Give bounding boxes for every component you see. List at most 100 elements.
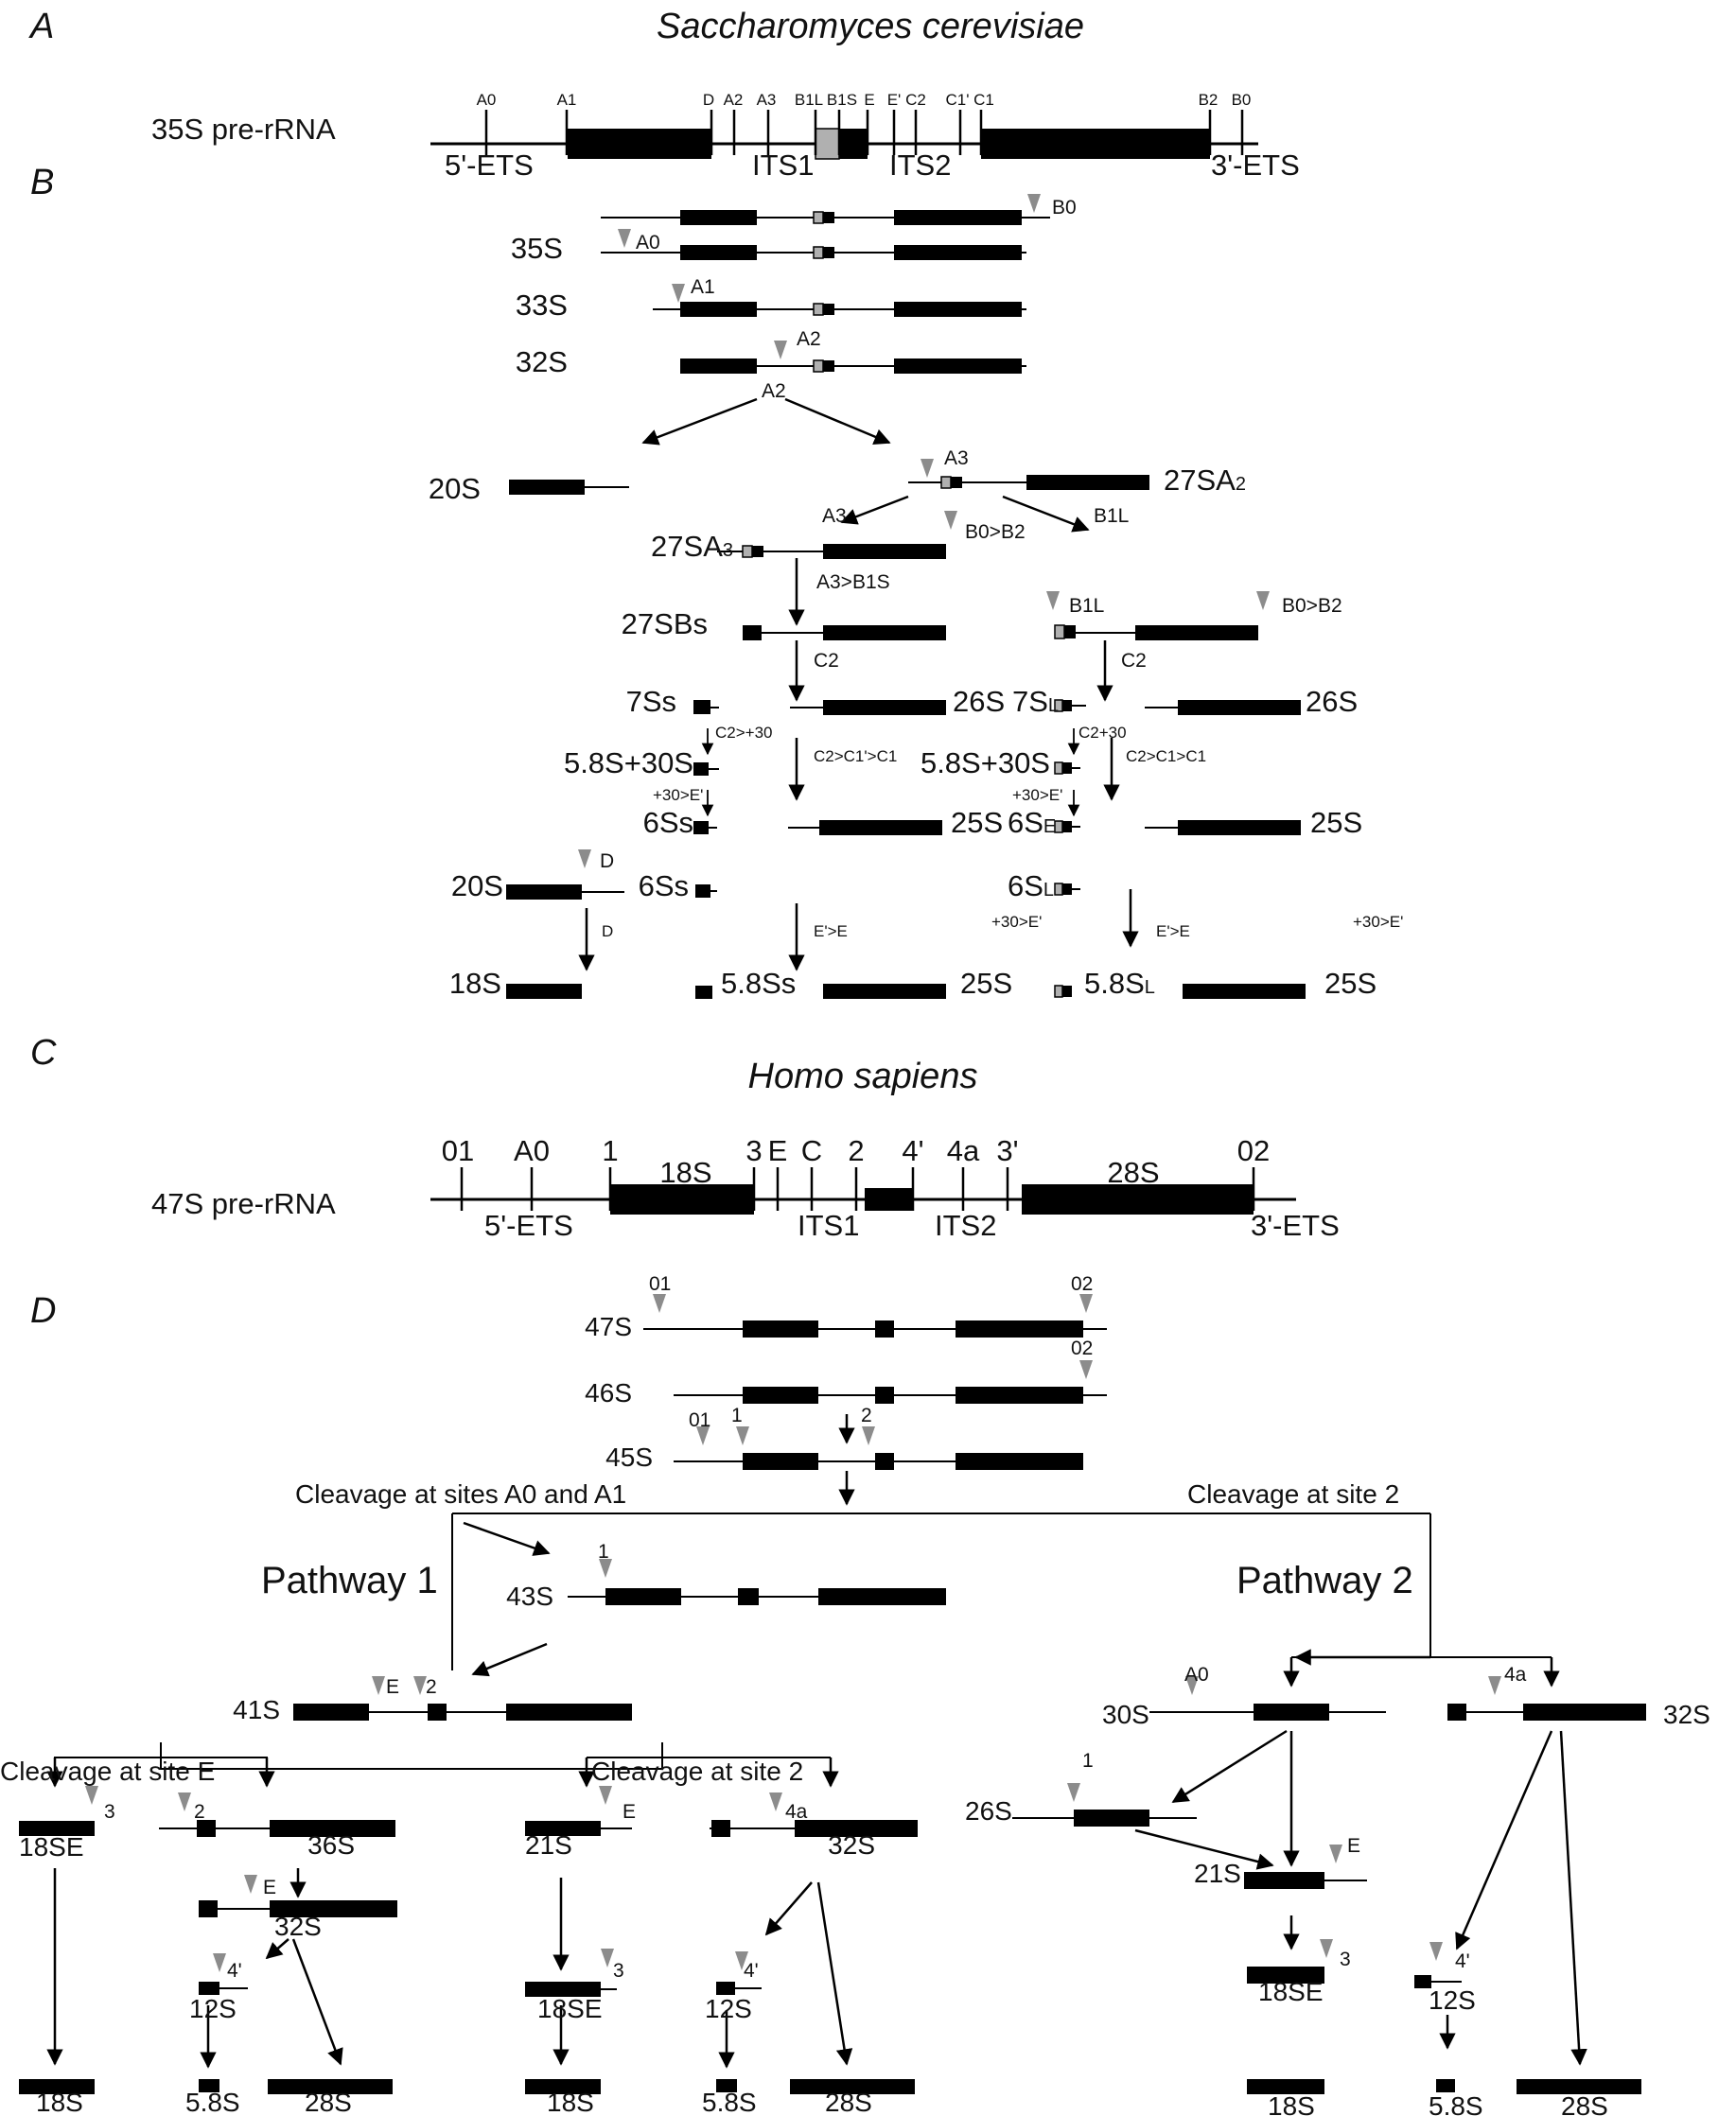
5-8s-block — [823, 360, 834, 372]
cleavage-label: A2 — [762, 380, 786, 402]
cleavage-label: A3 — [822, 505, 847, 527]
process-arrow — [1455, 1730, 1553, 1950]
mature-label: 5.8Ss — [721, 967, 796, 1000]
rrna-block — [1178, 700, 1301, 715]
label-main: 5.8S — [1084, 967, 1145, 1000]
cleavage-label: 2 — [861, 1405, 872, 1426]
25s-block — [894, 210, 1022, 225]
mature-label: 18S — [36, 2088, 83, 2116]
site-label: 3' — [996, 1134, 1018, 1167]
cleavage-arrowhead — [1185, 1676, 1199, 1695]
cleavage-arrowhead — [85, 1786, 98, 1805]
process-arrow — [265, 1938, 289, 1960]
process-arrow — [463, 1521, 551, 1556]
cleavage-arrowhead — [653, 1294, 666, 1313]
cleavage-arrowhead — [618, 229, 631, 248]
rrna-block — [743, 625, 762, 640]
yeast-site-labels: A0 A1 D A2 A3 B1L B1S E E' C2 C1' C1 B2 … — [477, 91, 1252, 109]
18s-block — [743, 1387, 818, 1404]
region-label: 5'-ETS — [445, 149, 534, 182]
cleavage-label: 4' — [744, 1960, 759, 1982]
intermediate-label: 27SBs — [622, 607, 708, 640]
cleavage-heading: Cleavage at site E — [0, 1757, 215, 1786]
pathway-1-label: Pathway 1 — [261, 1560, 438, 1601]
intermediate-label: 6Ss — [639, 869, 689, 902]
cleavage-label: B1L — [1069, 595, 1104, 617]
5-8s-block — [875, 1320, 894, 1338]
label-main: 6S — [1008, 806, 1043, 839]
intermediate-label: 12S — [705, 1994, 752, 2023]
cleavage-label: 2 — [194, 1801, 205, 1823]
18s-block — [1074, 1810, 1149, 1827]
cleavage-label: B1L — [1094, 505, 1129, 527]
rrna-block — [525, 2079, 601, 2094]
grey-segment — [742, 545, 753, 558]
cleavage-label: 01 — [649, 1273, 671, 1295]
rrna-block — [1517, 2079, 1641, 2094]
site-label: B1S — [827, 91, 857, 109]
process-arrow — [784, 397, 891, 445]
cleavage-label: B0 — [1052, 197, 1077, 219]
cleavage-label: A2 — [797, 328, 821, 350]
5-8s-block — [1447, 1704, 1466, 1721]
intermediate-label: 18SE — [537, 1994, 603, 2023]
28s-block — [270, 1820, 395, 1837]
cleavage-heading: Cleavage at site 2 — [591, 1757, 803, 1786]
18s-block — [610, 1184, 754, 1215]
18s-block — [743, 1453, 818, 1470]
mature-label: 18S — [547, 2088, 594, 2116]
cleavage-arrowhead — [213, 1953, 226, 1972]
grey-segment — [1054, 624, 1065, 639]
cleavage-label: 1 — [731, 1405, 743, 1426]
process-arrow — [1171, 1729, 1288, 1804]
grey-segment — [813, 303, 824, 316]
rrna-block — [1064, 625, 1076, 638]
region-label: ITS2 — [889, 149, 951, 182]
cleavage-label: B0>B2 — [1282, 595, 1342, 617]
human-precursor-label: 47S pre-rRNA — [151, 1187, 336, 1220]
cleavage-arrowhead — [1429, 1942, 1443, 1961]
cleavage-label: 4a — [785, 1801, 808, 1823]
site-label: 01 — [442, 1134, 474, 1167]
rrna-block — [268, 2079, 393, 2094]
5-8s-block — [823, 247, 834, 258]
label-subscript: 3 — [723, 540, 733, 561]
cleavage-arrowhead — [1320, 1939, 1333, 1958]
panel-label-a: A — [28, 7, 54, 46]
panel-label-d: D — [30, 1291, 56, 1331]
cleavage-arrowhead — [769, 1792, 782, 1811]
intermediate-label: 36S — [307, 1830, 355, 1860]
intermediate-label: 21S — [1194, 1859, 1241, 1888]
18s-block — [1254, 1704, 1329, 1721]
cleavage-label: E'>E — [1156, 922, 1190, 940]
cleavage-arrowhead — [696, 1426, 710, 1445]
cleavage-arrowhead — [774, 341, 787, 359]
site-label: 1 — [602, 1134, 618, 1167]
cleavage-arrowhead — [1027, 194, 1041, 213]
grey-segment — [815, 128, 840, 160]
yeast-title: Saccharomyces cerevisiae — [657, 7, 1084, 46]
18s-block — [680, 302, 757, 317]
rrna-block — [19, 2079, 95, 2094]
intermediate-label: 26S — [1306, 685, 1358, 718]
5-8s-block — [839, 129, 868, 159]
intermediate-label: 5.8S+30S — [564, 746, 693, 779]
cleavage-label: E — [623, 1801, 636, 1823]
grey-segment — [940, 476, 952, 489]
panel-label-c: C — [30, 1033, 57, 1073]
process-arrow — [816, 1881, 853, 2066]
28s-block — [270, 1900, 397, 1917]
human-title: Homo sapiens — [748, 1057, 978, 1096]
28s-block — [956, 1387, 1083, 1404]
site-label: E — [768, 1134, 788, 1167]
rrna-block — [525, 1982, 601, 1997]
28s-block — [956, 1453, 1083, 1470]
cleavage-label: 01 — [689, 1409, 710, 1431]
region-label: 3'-ETS — [1251, 1209, 1340, 1242]
intermediate-label: 27SA2 — [1164, 463, 1246, 497]
site-label: 02 — [1237, 1134, 1270, 1167]
5-8s-block — [823, 304, 834, 315]
rrna-block — [819, 820, 942, 835]
site-label: C1' — [946, 91, 970, 109]
cleavage-label: A3>B1S — [816, 571, 890, 593]
